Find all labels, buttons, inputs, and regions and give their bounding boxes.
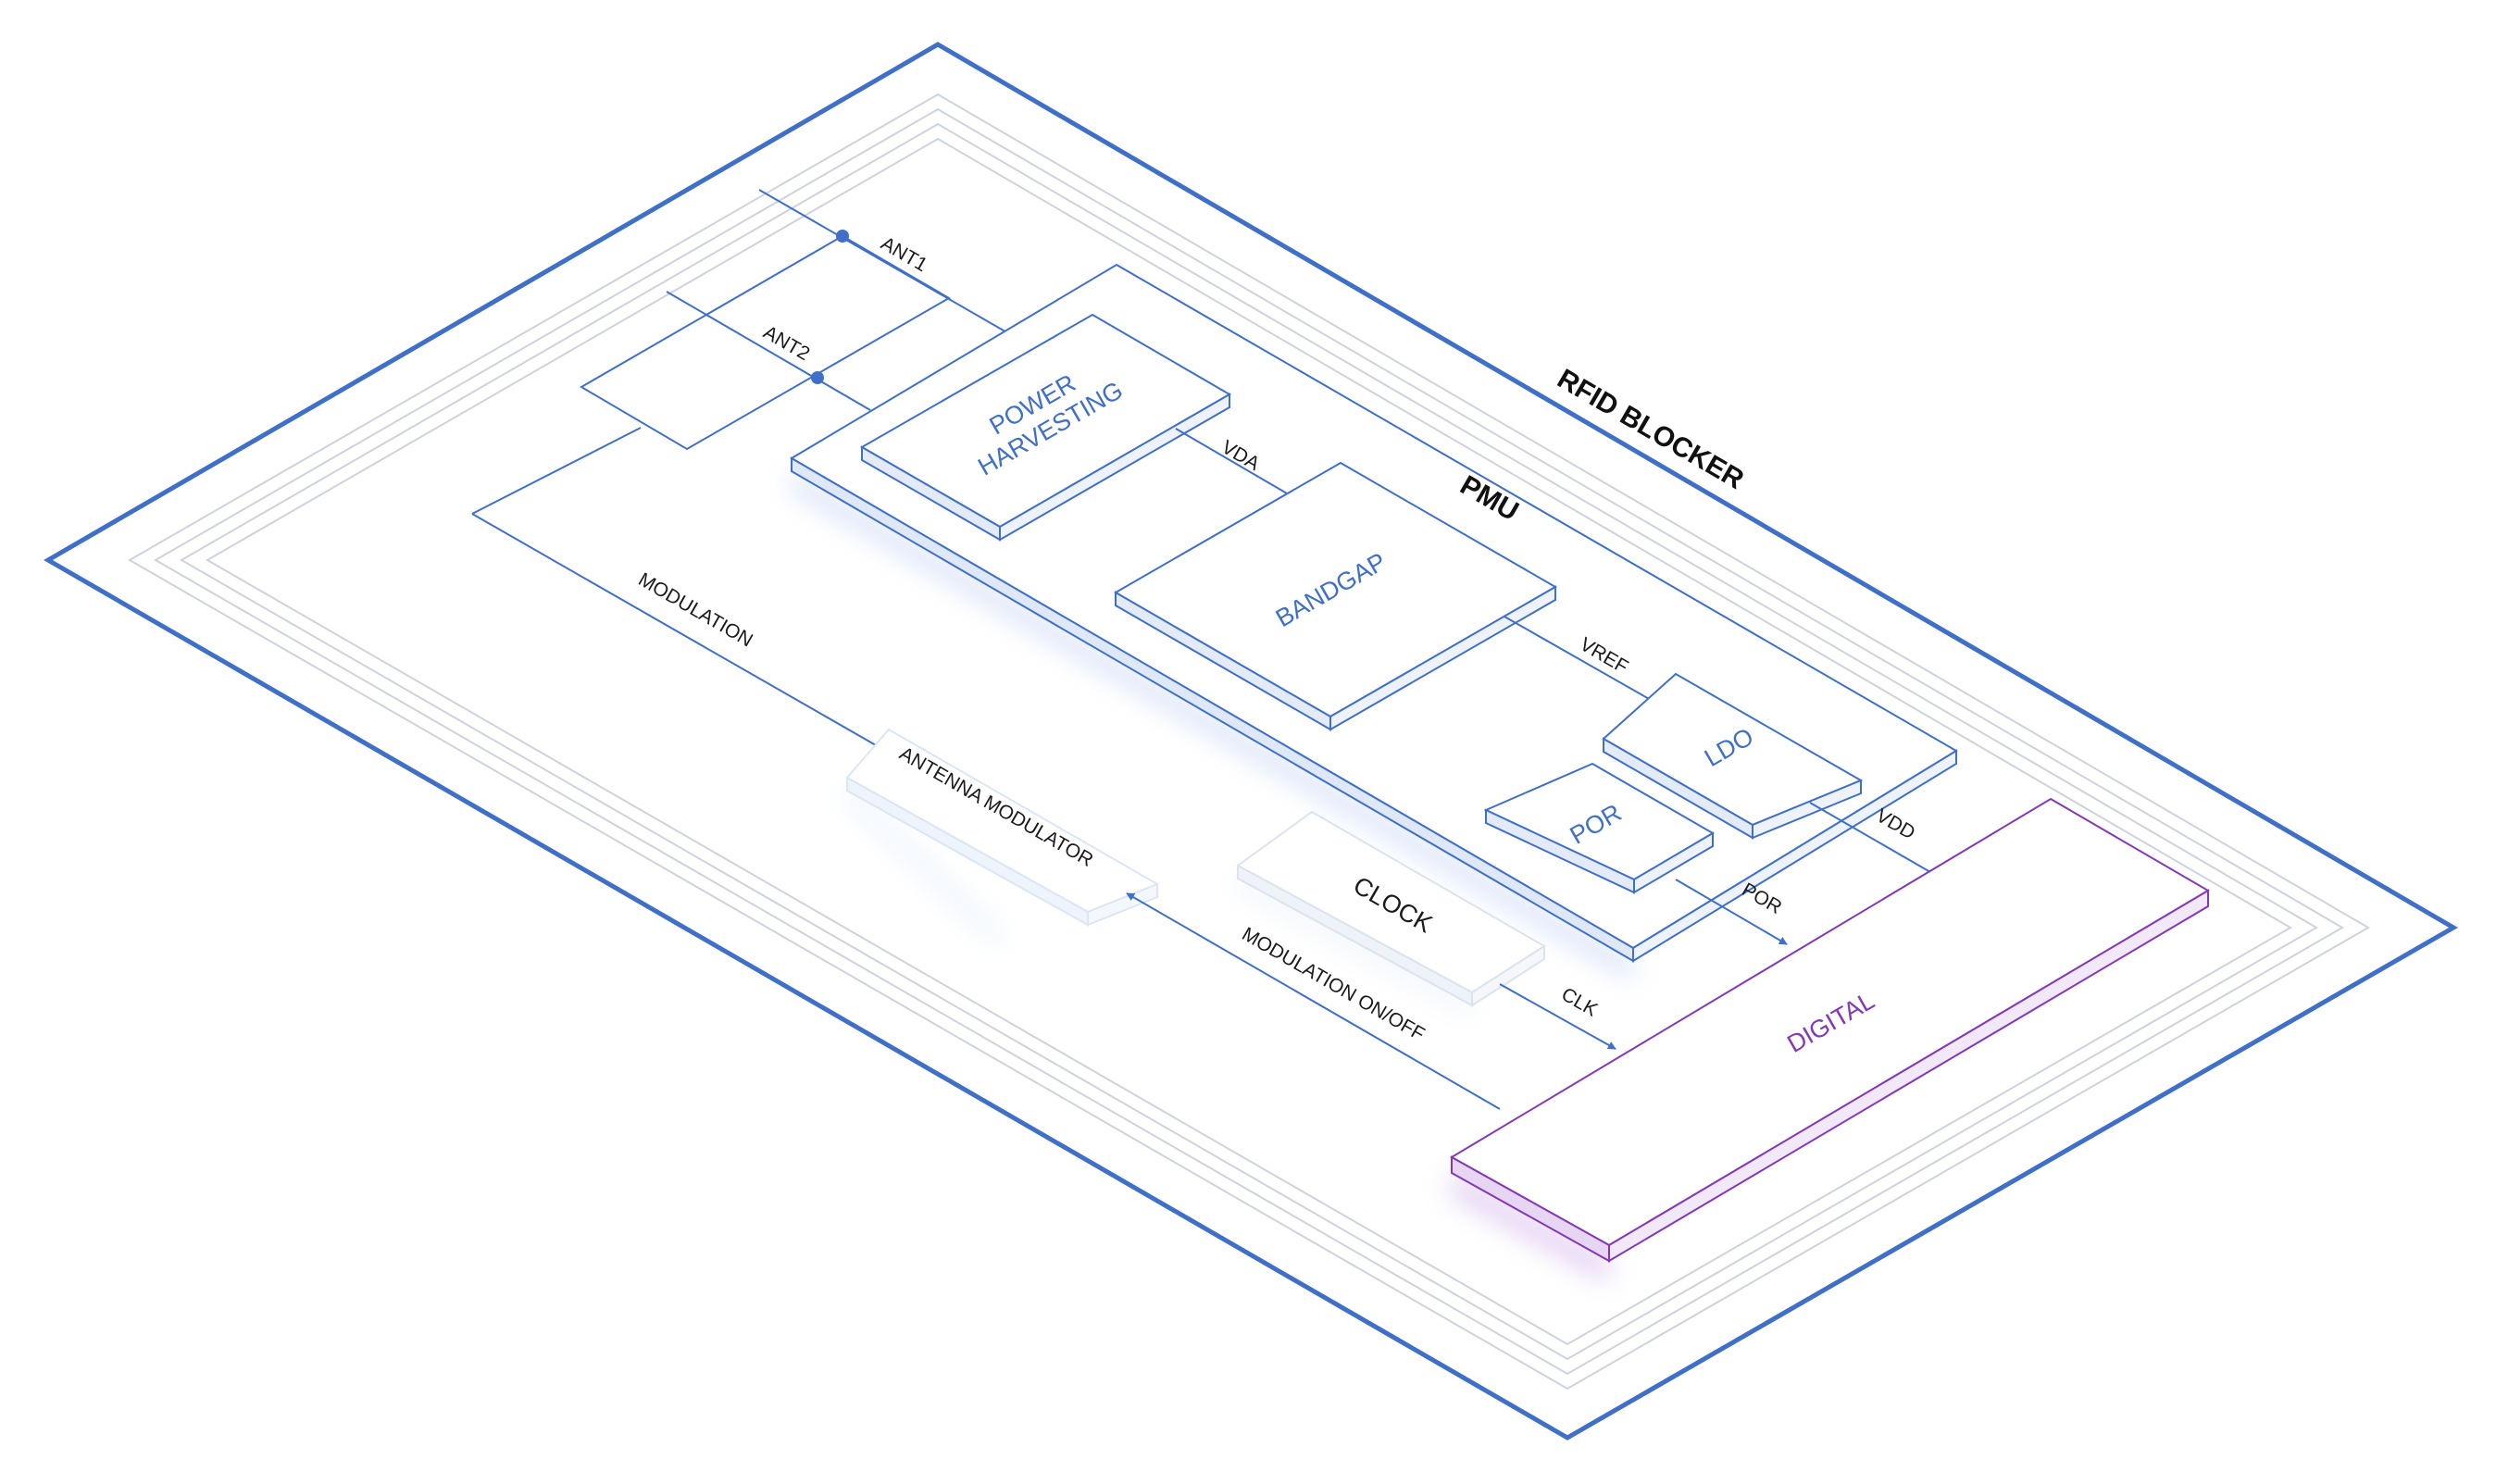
antenna-modulator-block: [845, 728, 1160, 946]
chip-boundary: [44, 42, 2458, 1440]
vda-wire: [1175, 428, 1288, 494]
clk-arrow: [1499, 983, 1616, 1050]
vref-wire: [1504, 616, 1658, 705]
digital-block: [1450, 797, 2210, 1283]
ldo-block: [1602, 672, 1864, 840]
modulation-on-off-arrow: [1126, 892, 1501, 1110]
bandgap-block: [1113, 461, 1558, 731]
ant2-node: [811, 371, 824, 384]
ant1-node: [836, 230, 849, 243]
power-harvesting-block: [859, 313, 1231, 542]
clock-block: [1236, 810, 1546, 1015]
vdd-wire: [1809, 802, 1931, 873]
por-block: [1483, 762, 1715, 894]
por-arrow: [1675, 879, 1788, 945]
antenna-wiring: [471, 189, 1029, 754]
